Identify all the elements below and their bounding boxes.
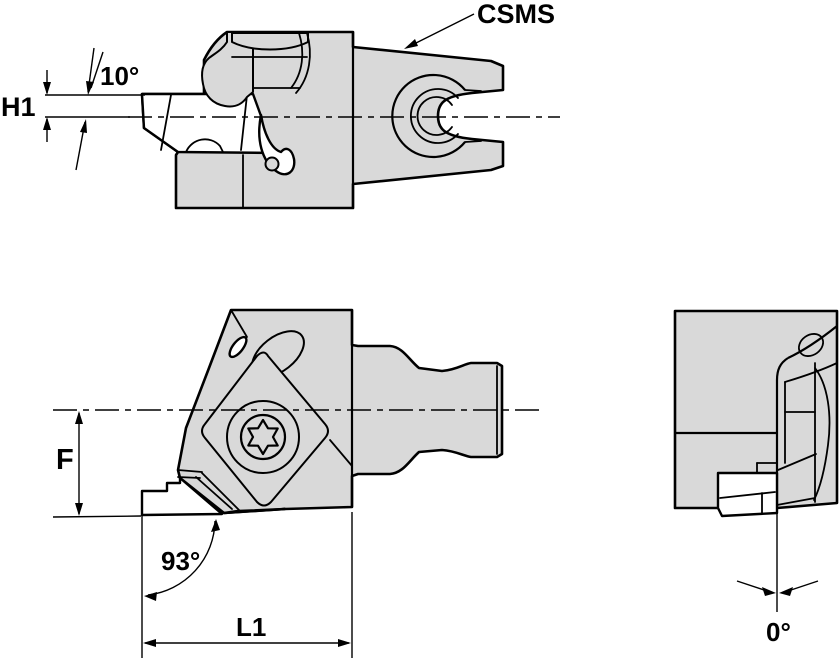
insert-chipbreaker-arc: [185, 138, 224, 153]
h1-dimension-label: H1: [1, 92, 36, 122]
part-series-leader-line: [409, 13, 475, 47]
f-arrowhead-top: [75, 411, 83, 424]
lead-angle-arc: [147, 520, 216, 596]
lead-angle-arrowhead-left: [144, 592, 157, 601]
rake-angle-annotation: 10°: [75, 47, 139, 171]
end-angle-arrowhead-left: [762, 587, 776, 596]
coupling-jaw-line-top: [464, 89, 482, 92]
lead-angle-arrowhead-top: [211, 519, 220, 532]
h1-arrowhead-top: [43, 82, 51, 95]
f-dimension-label: F: [56, 444, 74, 476]
end-view-fillet: [775, 357, 789, 381]
clamp-slot: [228, 335, 248, 359]
clamp-arm-curve-1: [290, 32, 304, 89]
end-view-diagonal-1: [777, 453, 817, 471]
seat-diagonal-1: [195, 476, 233, 510]
insert-facet-line-right: [240, 94, 248, 151]
l1-dimension: L1: [143, 512, 353, 658]
part-series-label: CSMS: [477, 0, 555, 29]
end-angle-label: 0°: [766, 617, 791, 647]
end-view-curve-1: [787, 325, 838, 359]
f-ext-bottom: [52, 515, 142, 518]
f-arrowhead-bottom: [75, 503, 83, 516]
end-view-blade-arc: [813, 367, 831, 501]
end-angle-annotation: 0°: [736, 513, 819, 647]
l1-arrowhead-right: [338, 639, 351, 647]
end-view-slot-hole: [798, 333, 824, 357]
end-angle-arrowhead-right: [779, 587, 793, 596]
h1-dimension: H1: [1, 70, 145, 142]
pocket-corner-line: [329, 439, 353, 467]
l1-arrowhead-left: [143, 639, 156, 647]
clamp-lobe: [201, 31, 254, 108]
end-view-curve-2: [784, 362, 838, 383]
insert-facet-line-left: [160, 94, 172, 151]
lead-angle-annotation: 93°: [141, 512, 220, 658]
insert-front-view: [140, 476, 224, 517]
lead-angle-label: 93°: [161, 546, 200, 576]
rake-angle-label: 10°: [100, 61, 139, 91]
side-view-drawing: [128, 30, 560, 210]
screw-inner-circle: [239, 413, 287, 461]
rake-angle-arrowhead-bottom: [80, 119, 87, 133]
f-dimension: F: [52, 411, 142, 518]
front-chamfer-line: [230, 309, 248, 338]
clamp-arm-curve-2: [295, 32, 311, 94]
end-view-body: [673, 309, 839, 510]
part-series-arrowhead: [404, 39, 418, 49]
rake-angle-arrowhead-top: [86, 81, 94, 95]
front-view-drawing: [53, 308, 545, 517]
end-view-diagonal-2: [776, 497, 816, 506]
coupling-outer-arc: [391, 73, 466, 159]
coupling-inner-arc: [416, 96, 453, 136]
end-view-drawing: [673, 309, 839, 518]
seat-diagonal-2: [201, 472, 241, 512]
part-series-callout: CSMS: [404, 0, 555, 49]
torx-screw-icon: [247, 418, 279, 456]
seat-ledge-line-1: [177, 469, 203, 473]
h1-arrowhead-bottom: [43, 117, 51, 130]
coupling-jaw-line-bottom: [464, 140, 482, 143]
insert-end-facet: [719, 491, 776, 499]
coupling-middle-arc: [410, 88, 459, 144]
l1-dimension-label: L1: [236, 612, 266, 642]
seat-curl-boss: [264, 156, 280, 172]
insert-edge-sliver: [222, 507, 287, 515]
clamp-screw-cap: [231, 32, 309, 51]
